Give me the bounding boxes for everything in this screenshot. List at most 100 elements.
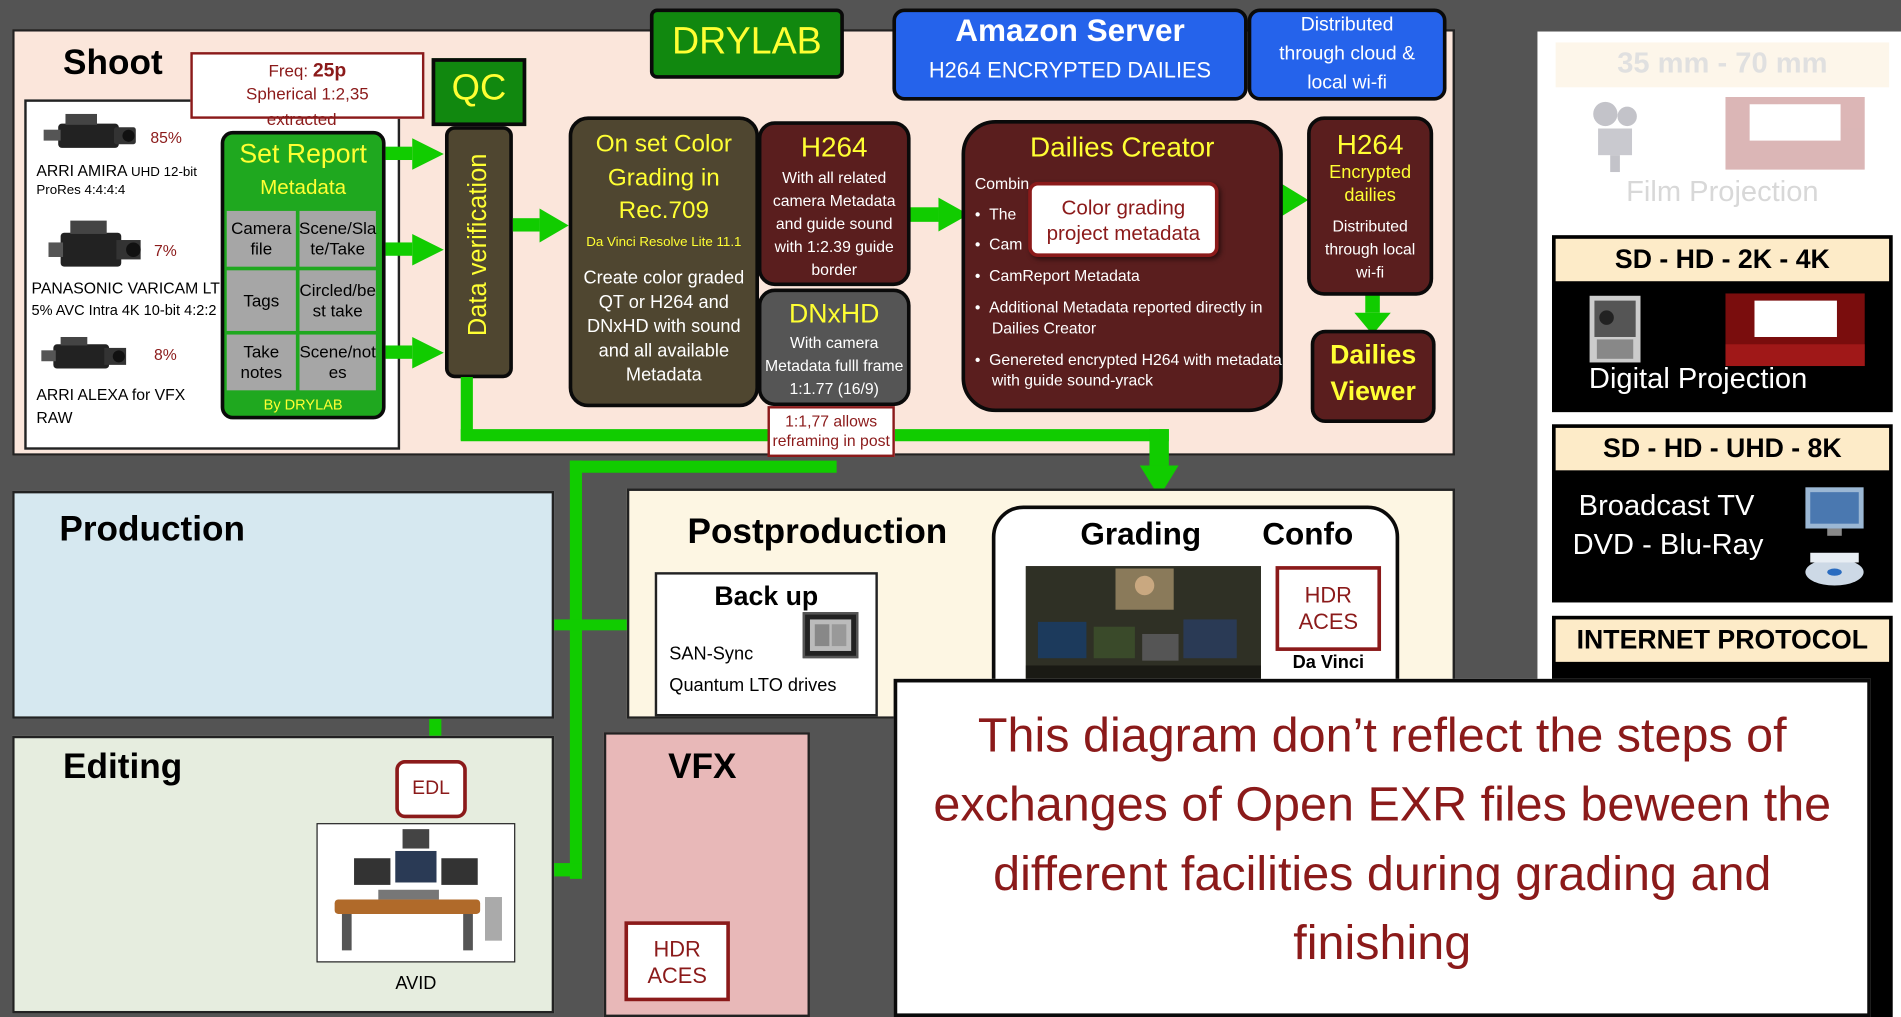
dailies-viewer-line: Viewer bbox=[1330, 375, 1416, 407]
onset-desc-line: Metadata bbox=[625, 364, 702, 386]
hdr-line: ACES bbox=[1298, 609, 1359, 634]
amazon-title: Amazon Server bbox=[955, 12, 1185, 49]
h264-desc-line: and guide sound bbox=[775, 214, 893, 233]
production-panel bbox=[12, 490, 555, 719]
h264-encrypted-desc: through local bbox=[1324, 240, 1416, 259]
camera-name: ARRI AMIRA UHD 12-bit bbox=[36, 161, 197, 179]
set-report-subtitle: Metadata bbox=[260, 175, 347, 199]
vfx-title: VFX bbox=[668, 747, 737, 787]
set-report-cell: Tags bbox=[226, 270, 296, 331]
dailies-bullet: • Cam bbox=[974, 235, 1023, 254]
dailies-bullet-text: Genereted encrypted H264 with metadata w… bbox=[989, 350, 1282, 390]
hdr-line: HDR bbox=[1304, 583, 1352, 608]
bluray-disc-icon bbox=[1803, 545, 1866, 589]
hdr-line: ACES bbox=[647, 963, 707, 988]
broadcast-line: Broadcast TV bbox=[1578, 489, 1755, 523]
dnxhd-desc-line: 1:1.77 (16/9) bbox=[789, 379, 879, 398]
dnxhd-box bbox=[757, 288, 911, 407]
h264-desc-line: camera Metadata bbox=[772, 191, 896, 210]
camera-spec: 5% AVC Intra 4K 10-bit 4:2:2 bbox=[31, 301, 217, 319]
internet-header-label: INTERNET PROTOCOL bbox=[1576, 624, 1869, 655]
digital-header bbox=[1555, 238, 1890, 282]
camera-name: PANASONIC VARICAM LT bbox=[31, 278, 220, 297]
camera-icon bbox=[48, 216, 146, 279]
reframe-note: 1:1,77 allows reframing in post bbox=[767, 406, 895, 457]
dailies-bullet: • Genereted encrypted H264 with metadata… bbox=[974, 350, 1282, 390]
set-report-title: Set Report bbox=[239, 138, 367, 169]
h264-desc-line: border bbox=[811, 260, 857, 279]
camera-spec: RAW bbox=[36, 408, 73, 427]
backup-line: Quantum LTO drives bbox=[669, 675, 837, 696]
digital-label: Digital Projection bbox=[1588, 362, 1808, 396]
internet-header bbox=[1555, 619, 1890, 662]
freq-line3: extracted bbox=[266, 109, 337, 129]
h264-title: H264 bbox=[800, 130, 868, 163]
hdr-line: HDR bbox=[653, 937, 701, 962]
film-header bbox=[1555, 42, 1890, 88]
h264-desc-line: With all related bbox=[782, 168, 887, 187]
camera-pct: 8% bbox=[153, 345, 177, 364]
note-box bbox=[893, 678, 1871, 1017]
camera-icon bbox=[41, 335, 133, 376]
distributed-line: Distributed bbox=[1300, 14, 1394, 36]
camera-pct: 85% bbox=[150, 128, 182, 147]
dnxhd-title: DNxHD bbox=[788, 298, 880, 329]
grading-suite-image bbox=[1025, 566, 1261, 688]
set-report-cell: Scene/Sla te/Take bbox=[299, 210, 376, 267]
dailies-creator-title: Dailies Creator bbox=[1029, 130, 1215, 163]
camera-icon bbox=[41, 109, 140, 157]
dailies-creator-intro: Combin bbox=[974, 174, 1030, 193]
note-line: This diagram don’t reflect the steps of bbox=[977, 709, 1787, 763]
distributed-line: local wi-fi bbox=[1307, 72, 1387, 94]
production-title: Production bbox=[59, 510, 245, 550]
camera-spec2: ProRes 4:4:4:4 bbox=[36, 183, 126, 198]
h264-encrypted-title: H264 bbox=[1336, 128, 1404, 161]
onset-title-line: On set Color bbox=[595, 130, 732, 158]
set-report-footer: By DRYLAB bbox=[263, 396, 343, 414]
editing-title: Editing bbox=[63, 747, 183, 787]
camera-name-text: ARRI AMIRA bbox=[36, 161, 127, 180]
h264-encrypted-sub: dailies bbox=[1344, 185, 1396, 207]
camera-name: ARRI ALEXA for VFX bbox=[36, 385, 186, 404]
onset-software: Da Vinci Resolve Lite 11.1 bbox=[586, 235, 742, 250]
davinci-label: Da Vinci bbox=[1292, 652, 1365, 673]
grading-hdr-aces: HDR ACES bbox=[1275, 566, 1382, 651]
distributed-line: through cloud & bbox=[1279, 43, 1416, 65]
distributed-cloud-box bbox=[1247, 8, 1447, 101]
shoot-title: Shoot bbox=[63, 43, 163, 83]
h264-encrypted-desc: Distributed bbox=[1332, 216, 1408, 236]
grading-title: Grading bbox=[1080, 515, 1202, 552]
color-grading-metadata-popup: Color grading project metadata bbox=[1028, 181, 1219, 257]
digital-header-label: SD - HD - 2K - 4K bbox=[1614, 243, 1830, 274]
amazon-server-box bbox=[892, 8, 1248, 101]
onset-desc-line: DNxHD with sound bbox=[587, 316, 741, 337]
note-line: finishing bbox=[1293, 916, 1472, 970]
dailies-bullet-text: Cam bbox=[989, 235, 1023, 254]
backup-line: SAN-Sync bbox=[669, 643, 754, 665]
set-report-cell: Scene/not es bbox=[299, 334, 376, 391]
popup-line: project metadata bbox=[1046, 221, 1201, 245]
dnxhd-desc-line: Metadata fulll frame bbox=[764, 356, 904, 375]
onset-desc-line: and all available bbox=[598, 340, 730, 362]
vfx-hdr-aces: HDR ACES bbox=[624, 921, 730, 1002]
tv-icon bbox=[1803, 485, 1866, 538]
backup-title: Back up bbox=[714, 580, 819, 611]
freq-box: Freq: 25p Spherical 1:2,35 bbox=[190, 52, 425, 119]
set-report-cell: Camera file bbox=[226, 210, 296, 267]
onset-title-line: Rec.709 bbox=[618, 197, 710, 225]
h264-encrypted-sub: Encrypted bbox=[1329, 162, 1412, 184]
onset-title-line: Grading in bbox=[607, 164, 720, 192]
drylab-label: DRYLAB bbox=[672, 19, 822, 62]
avid-workstation-image bbox=[316, 823, 516, 963]
freq-value: 25p bbox=[312, 60, 347, 82]
onset-grading-box bbox=[568, 116, 760, 408]
lto-drive-icon bbox=[802, 612, 859, 659]
freq-line2: Spherical 1:2,35 bbox=[246, 83, 369, 104]
digital-projector-icon bbox=[1589, 295, 1641, 363]
drylab-box bbox=[649, 8, 844, 79]
qc-label: QC bbox=[451, 67, 507, 108]
reframe-line: 1:1,77 allows bbox=[785, 412, 878, 431]
broadcast-header-label: SD - HD - UHD - 8K bbox=[1603, 432, 1842, 464]
popup-line: Color grading bbox=[1061, 196, 1186, 220]
